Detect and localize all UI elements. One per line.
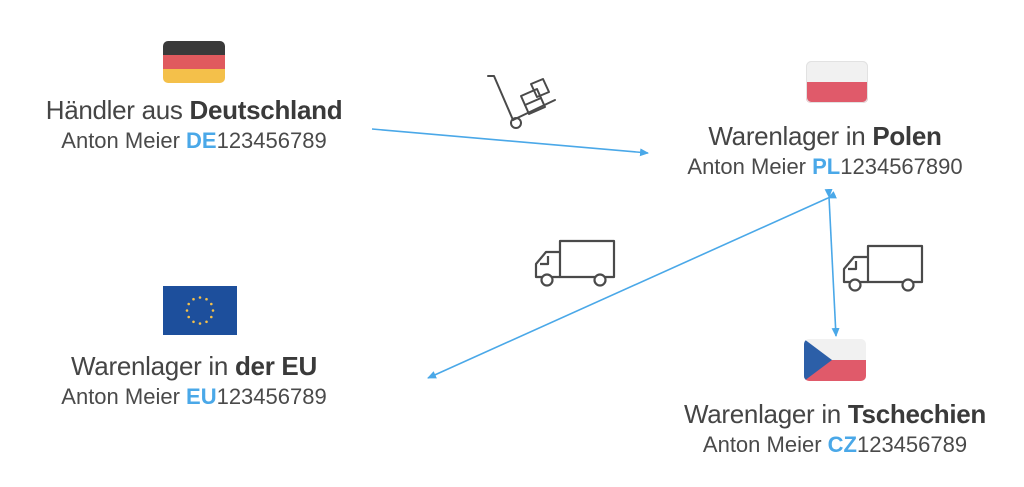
vat-prefix: CZ bbox=[827, 432, 857, 457]
vat-line: Anton Meier EU123456789 bbox=[61, 384, 327, 409]
node-germany: Händler aus Deutschland Anton Meier DE12… bbox=[14, 94, 374, 156]
node-title: Warenlager in der EU bbox=[71, 351, 317, 381]
delivery-truck-icon bbox=[842, 244, 924, 292]
vat-prefix: DE bbox=[186, 128, 217, 153]
arrow-pl-to-cz bbox=[824, 188, 840, 337]
germany-flag-icon bbox=[163, 41, 225, 83]
node-title: Warenlager in Tschechien bbox=[683, 399, 987, 429]
poland-flag-icon bbox=[806, 61, 868, 103]
node-poland: Warenlager in Polen Anton Meier PL123456… bbox=[640, 120, 1010, 182]
vat-line: Anton Meier DE123456789 bbox=[61, 128, 327, 153]
node-title: Händler aus Deutschland bbox=[45, 95, 343, 125]
vat-line: Anton Meier CZ123456789 bbox=[702, 432, 968, 457]
eu-flag-icon bbox=[163, 286, 237, 335]
delivery-truck-icon bbox=[534, 239, 616, 287]
vat-prefix: EU bbox=[186, 384, 217, 409]
hand-truck-icon bbox=[487, 75, 556, 129]
node-czech: Warenlager in Tschechien Anton Meier CZ1… bbox=[650, 398, 1020, 460]
czech-flag-icon bbox=[804, 339, 866, 381]
arrow-de-to-pl bbox=[371, 128, 649, 157]
node-title: Warenlager in Polen bbox=[708, 121, 942, 151]
vat-prefix: PL bbox=[812, 154, 841, 179]
arrow-pl-to-eu bbox=[427, 191, 837, 379]
vat-line: Anton Meier PL1234567890 bbox=[687, 154, 963, 179]
node-eu: Warenlager in der EU Anton Meier EU12345… bbox=[14, 350, 374, 412]
